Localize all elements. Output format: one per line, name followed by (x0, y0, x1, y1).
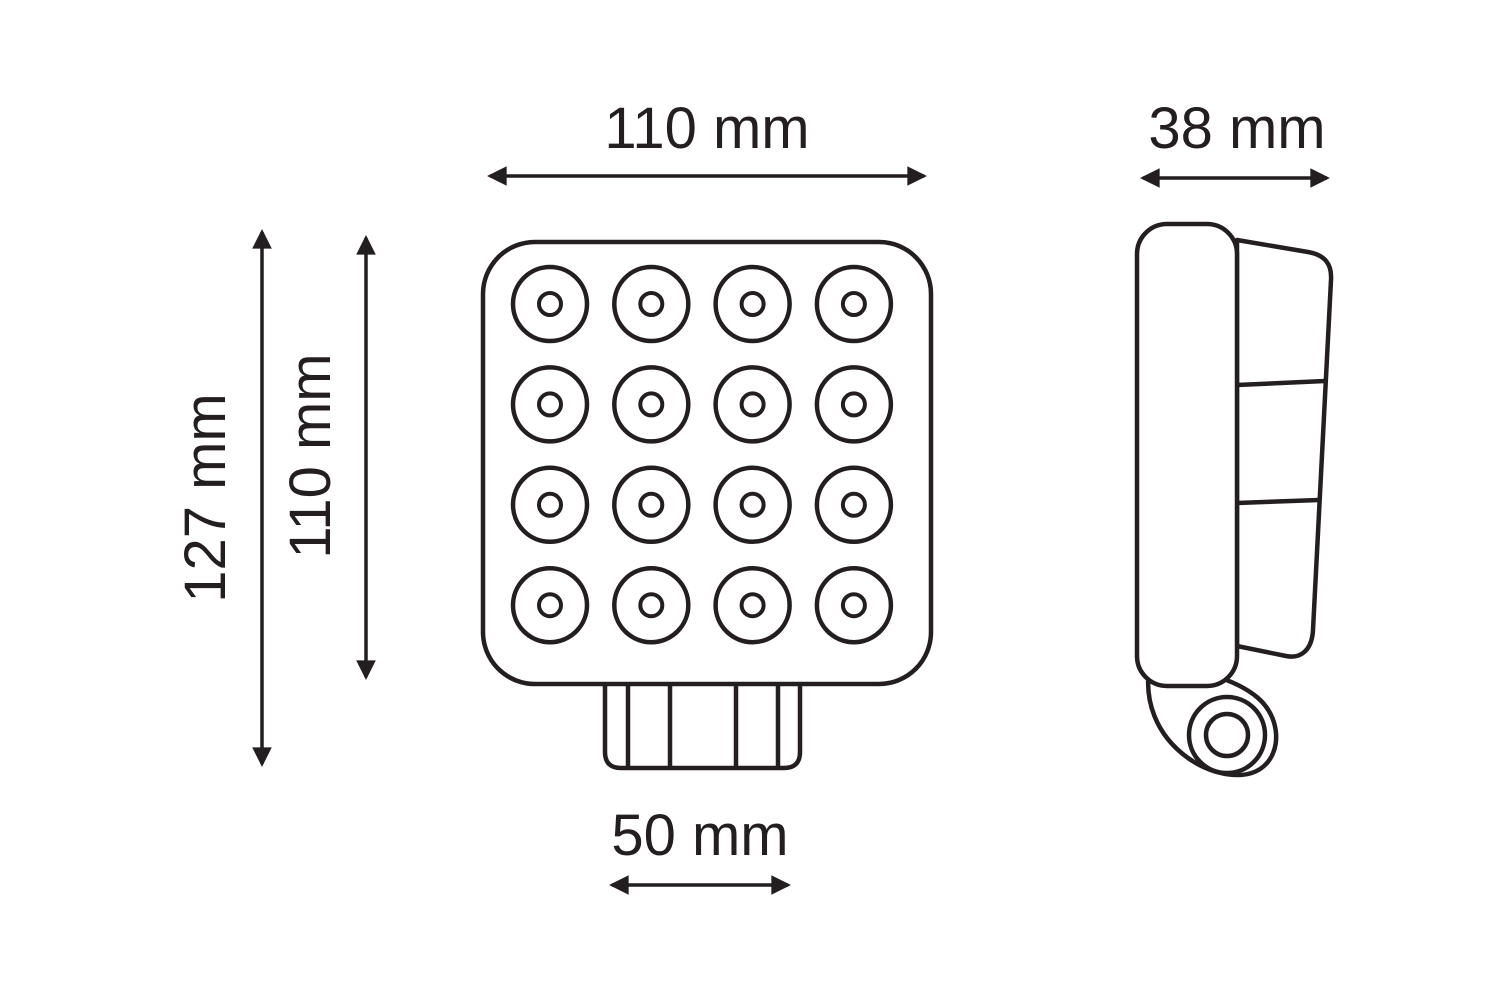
lamp-side-housing (1134, 221, 1240, 689)
led-inner (537, 491, 563, 518)
led-inner (537, 592, 563, 619)
lens-divider-line (1236, 497, 1320, 506)
lens-side-profile (1234, 237, 1334, 659)
led-inner (638, 391, 665, 418)
led-inner (638, 291, 665, 317)
lens-divider-line (1236, 378, 1326, 388)
bracket-width-label: 50 mm (611, 803, 788, 868)
led-inner (739, 491, 766, 518)
led-inner (840, 491, 867, 518)
bracket-outline (602, 680, 803, 771)
led-inner (840, 592, 867, 619)
lamp-front-housing (480, 239, 934, 687)
led-inner (840, 391, 867, 418)
led-inner (537, 391, 563, 418)
front-view (480, 239, 934, 771)
side-view (1134, 221, 1334, 778)
led-inner (638, 491, 665, 518)
front-width-label: 110 mm (604, 96, 809, 161)
depth-label: 38 mm (1148, 96, 1325, 161)
mounting-bracket-front (602, 680, 803, 771)
led-inner (537, 291, 563, 317)
led-inner (638, 592, 665, 619)
led-inner (840, 291, 867, 317)
total-height-label: 127 mm (173, 393, 238, 603)
led-inner (739, 592, 766, 619)
mounting-bolt-inner (1203, 711, 1251, 759)
body-height-label: 110 mm (278, 353, 343, 558)
dimension-annotations: 110 mm 127 mm 110 mm 50 mm 38 mm (173, 96, 1330, 895)
led-inner (739, 391, 766, 418)
led-inner (739, 291, 766, 317)
led-grid (510, 264, 894, 645)
